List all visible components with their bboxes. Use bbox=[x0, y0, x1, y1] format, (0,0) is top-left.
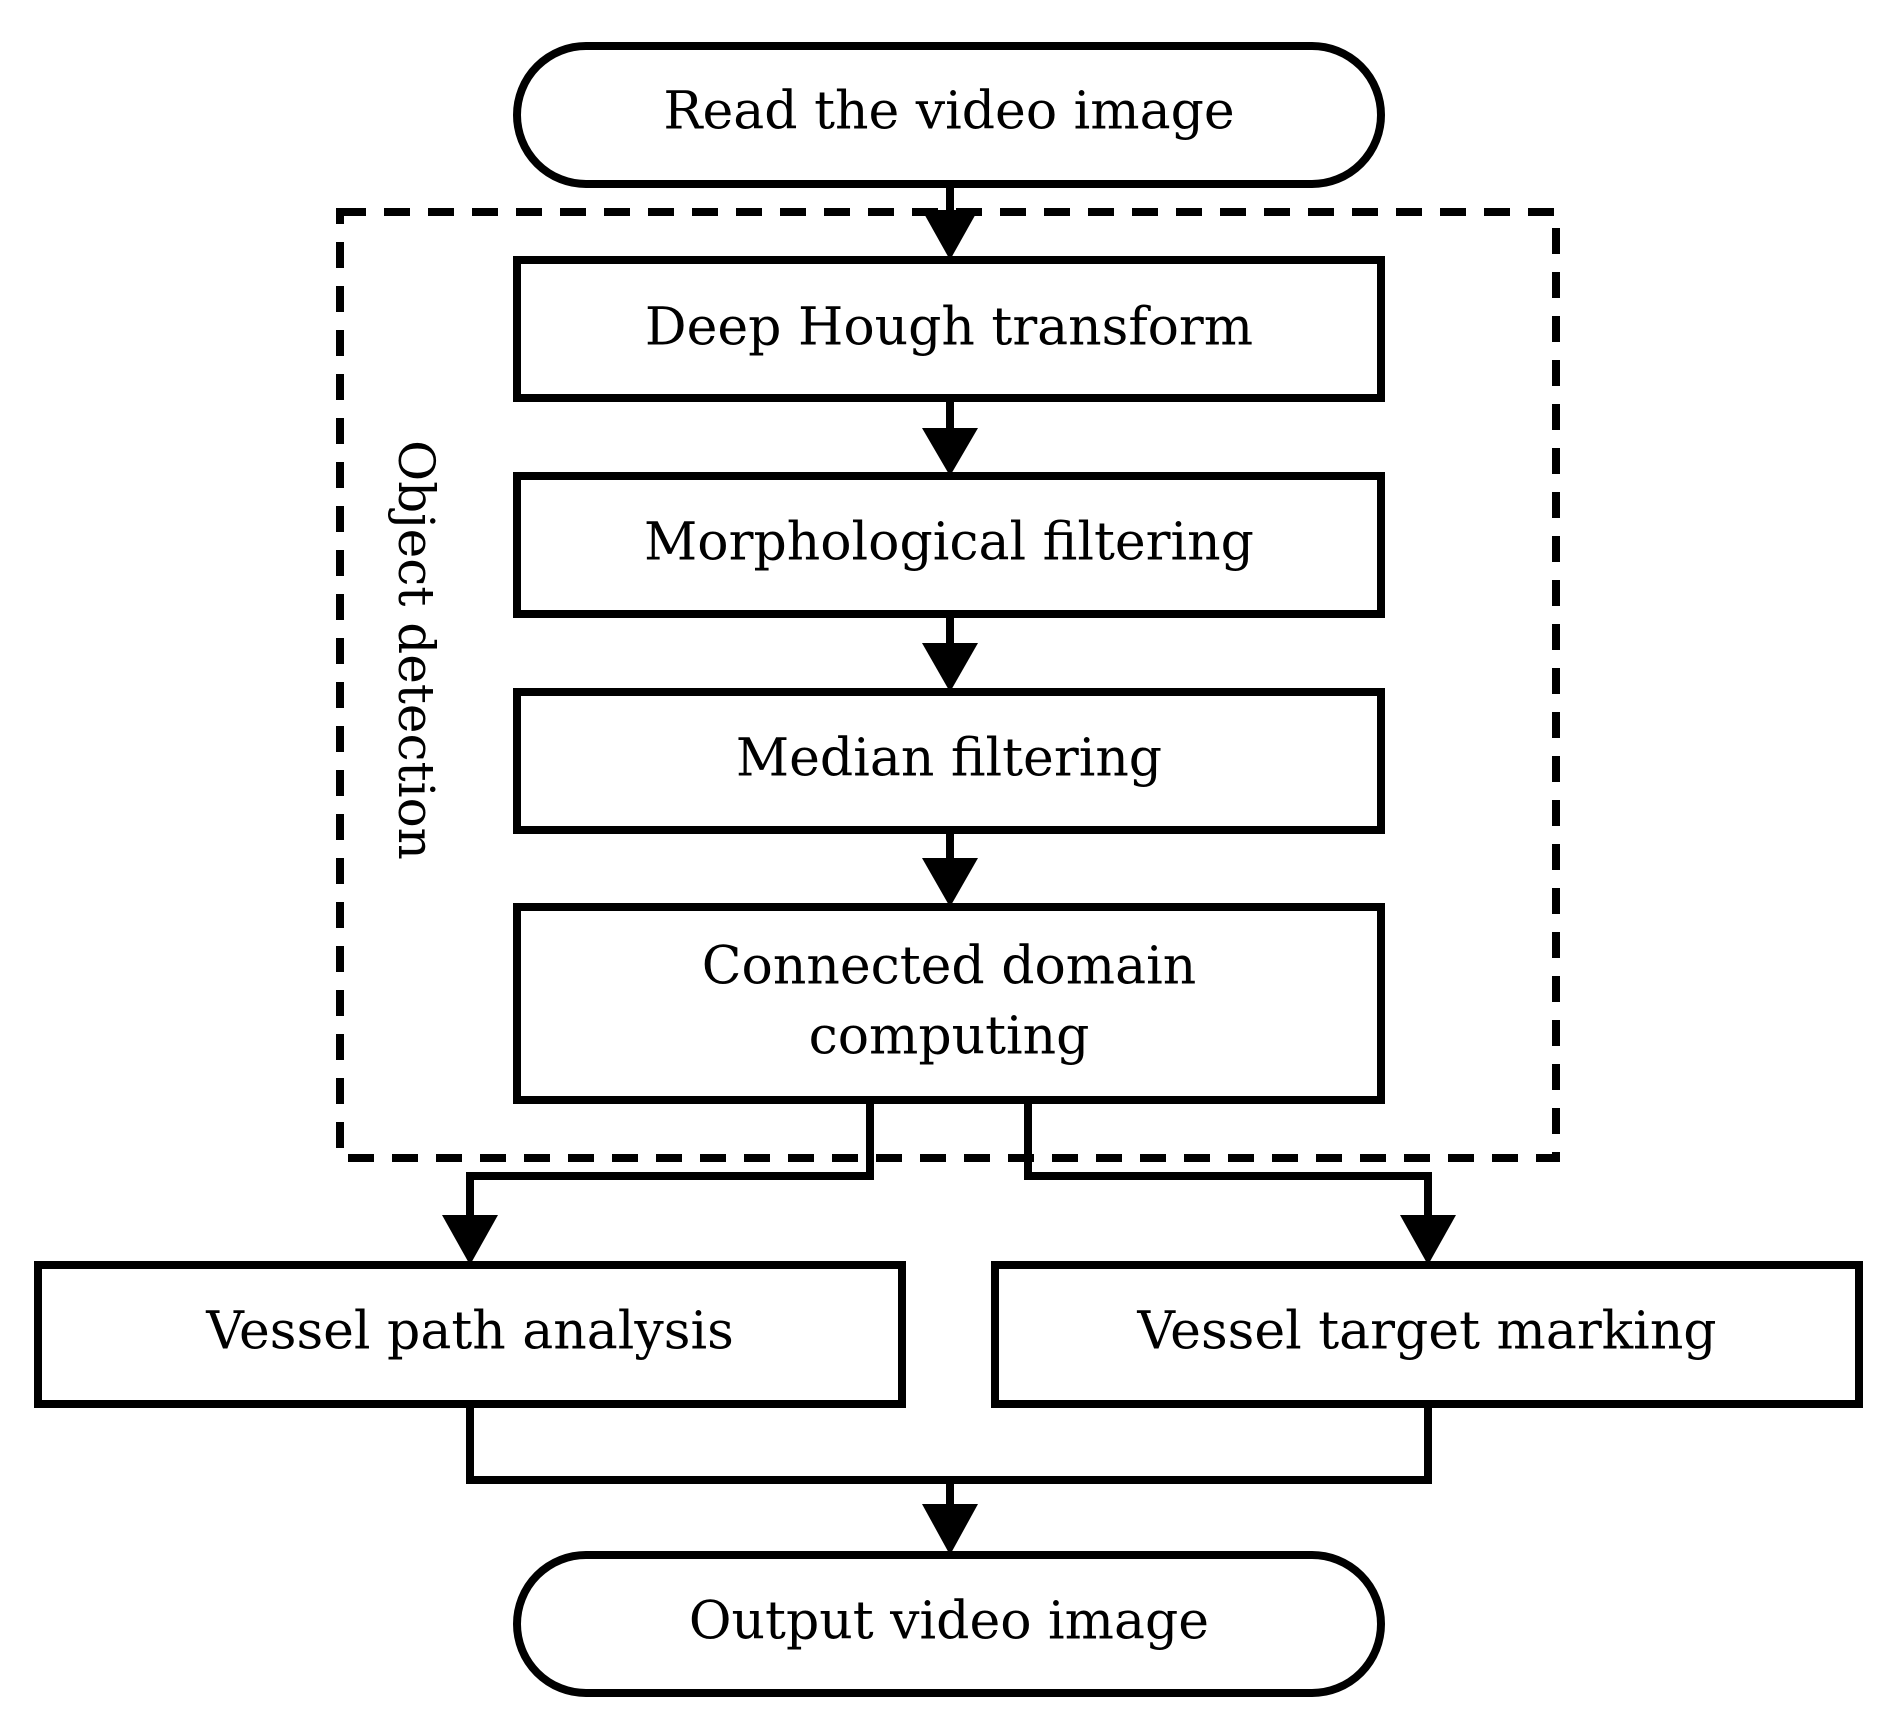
node-end: Output video image bbox=[513, 1551, 1385, 1697]
arrow-start-hough bbox=[922, 210, 978, 260]
node-marking-label: Vessel target marking bbox=[1136, 1302, 1716, 1362]
connector-connected-marking bbox=[1024, 1100, 1432, 1222]
node-path-shape bbox=[34, 1261, 906, 1408]
connectors bbox=[442, 184, 1456, 1555]
node-start-shape bbox=[513, 42, 1385, 188]
node-path: Vessel path analysis bbox=[34, 1261, 906, 1408]
node-connected: Connected domain computing bbox=[513, 903, 1385, 1104]
object-detection-group: Object detection bbox=[336, 208, 1560, 1162]
node-median-label: Median filtering bbox=[736, 729, 1162, 789]
node-end-shape bbox=[513, 1551, 1385, 1697]
node-morph: Morphological filtering bbox=[513, 472, 1385, 618]
node-connected-label-line2: computing bbox=[809, 1007, 1090, 1067]
node-hough-label: Deep Hough transform bbox=[645, 298, 1253, 358]
connector-merge bbox=[466, 1404, 1432, 1484]
node-connected-shape bbox=[513, 903, 1385, 1104]
arrow-connected-path bbox=[442, 1215, 498, 1265]
node-median-shape bbox=[513, 688, 1385, 834]
connector-connected-path bbox=[466, 1100, 874, 1222]
object-detection-group-border bbox=[336, 208, 1560, 1162]
node-morph-label: Morphological filtering bbox=[644, 513, 1254, 573]
node-marking-shape bbox=[991, 1261, 1863, 1408]
node-median: Median filtering bbox=[513, 688, 1385, 834]
node-morph-shape bbox=[513, 472, 1385, 618]
node-end-label: Output video image bbox=[689, 1592, 1209, 1652]
arrow-connected-marking bbox=[1400, 1215, 1456, 1265]
arrow-hough-morph bbox=[922, 428, 978, 476]
node-marking: Vessel target marking bbox=[991, 1261, 1863, 1408]
arrow-morph-median bbox=[922, 643, 978, 692]
object-detection-label: Object detection bbox=[387, 440, 445, 860]
node-path-label: Vessel path analysis bbox=[205, 1302, 734, 1362]
node-start: Read the video image bbox=[513, 42, 1385, 188]
node-hough-shape bbox=[513, 256, 1385, 402]
node-connected-label-line1: Connected domain bbox=[702, 937, 1196, 997]
node-hough: Deep Hough transform bbox=[513, 256, 1385, 402]
arrow-median-connected bbox=[922, 858, 978, 907]
arrow-merge-end bbox=[922, 1504, 978, 1555]
node-start-label: Read the video image bbox=[663, 82, 1234, 142]
